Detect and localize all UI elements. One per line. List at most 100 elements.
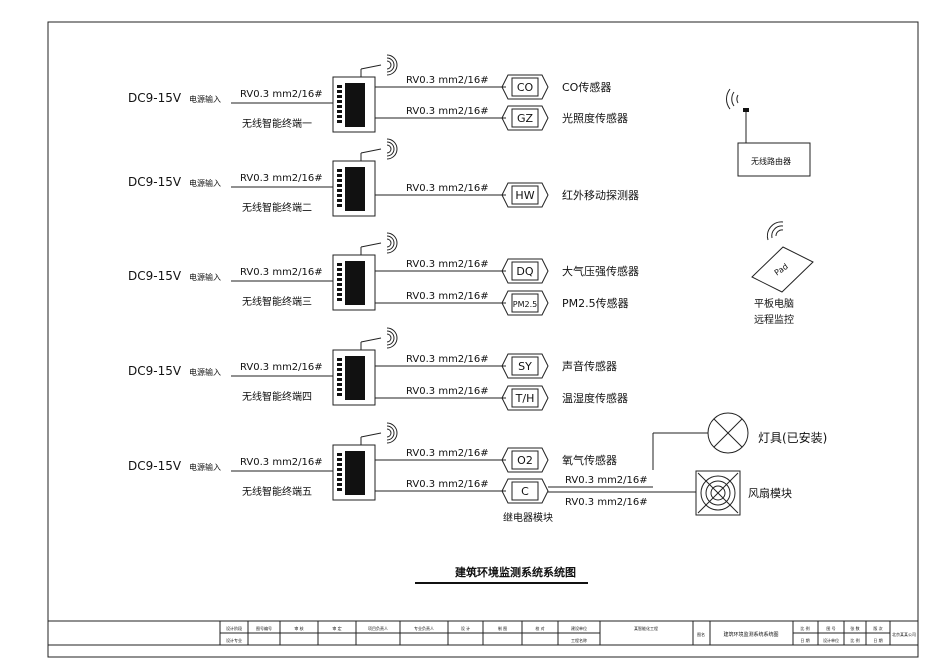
cable-spec-sensor: RV0.3 mm2/16# xyxy=(406,75,489,86)
title-block-right-cell: 比 例 xyxy=(800,625,809,631)
drawing-label: 图名 xyxy=(697,631,705,637)
power-input-label: 电源输入 xyxy=(189,367,221,377)
terminal-box xyxy=(332,160,376,217)
sensor-name: 温湿度传感器 xyxy=(562,391,628,405)
terminal-box xyxy=(332,444,376,501)
lamp-label: 灯具(已安装) xyxy=(758,430,827,445)
sensor-symbol: GZ xyxy=(501,105,549,131)
sensor-symbol: T/H xyxy=(501,385,549,411)
title-block-cell: 校 对 xyxy=(535,625,544,631)
terminal-box xyxy=(332,349,376,406)
cable-spec-input: RV0.3 mm2/16# xyxy=(240,457,323,468)
title-block-cell: 图号编号 xyxy=(256,625,272,631)
sensor-name: PM2.5传感器 xyxy=(562,297,629,310)
title-block-cell: 设 计 xyxy=(461,625,470,631)
tablet-device: Pad 平板电脑 远程监控 xyxy=(751,221,814,326)
cable-spec-lamp: RV0.3 mm2/16# xyxy=(565,475,648,486)
terminal-row-1: DC9-15V 电源输入 RV0.3 mm2/16# 无线智能终端一 RV0.3 mm2… xyxy=(128,54,628,133)
terminal-row-2: DC9-15V 电源输入 RV0.3 mm2/16# 无线智能终端二 RV0.3 mm2… xyxy=(128,138,639,217)
title-block-right-cell: 设计单位 xyxy=(823,637,839,643)
cable-spec-sensor: RV0.3 mm2/16# xyxy=(406,291,489,302)
cable-spec-sensor: RV0.3 mm2/16# xyxy=(406,386,489,397)
sensor-name: 继电器模块 xyxy=(503,511,553,524)
sensor-code: T/H xyxy=(515,392,535,405)
title-block-cell: 审 定 xyxy=(332,625,341,631)
sensor-name: 大气压强传感器 xyxy=(562,264,639,278)
diagram-title: 建筑环境监测系统系统图 xyxy=(455,565,576,579)
sensor-symbol: O2 xyxy=(501,447,549,473)
title-block-right-cell: 比 例 xyxy=(850,637,859,643)
terminal-rows: DC9-15V 电源输入 RV0.3 mm2/16# 无线智能终端一 RV0.3 mm2… xyxy=(128,54,653,524)
project-name: 某智能化工程 xyxy=(634,625,658,631)
title-block-right-cell: 图 号 xyxy=(826,625,835,631)
sensor-code: DQ xyxy=(516,265,533,278)
cable-spec-input: RV0.3 mm2/16# xyxy=(240,173,323,184)
sensor-name: 氧气传感器 xyxy=(562,453,617,467)
power-voltage: DC9-15V xyxy=(128,175,182,189)
sensor-code: SY xyxy=(518,360,532,373)
tablet-label-1: 平板电脑 xyxy=(754,297,794,310)
terminal-box xyxy=(332,254,376,311)
sensor-code: O2 xyxy=(517,454,533,467)
owner-label: 建设单位 xyxy=(571,625,587,631)
title-block-cell: 项目负责人 xyxy=(368,625,388,631)
terminal-row-5: DC9-15V 电源输入 RV0.3 mm2/16# 无线智能终端五 RV0.3 mm2… xyxy=(128,422,653,524)
power-input-label: 电源输入 xyxy=(189,178,221,188)
title-block-cell: 制 图 xyxy=(498,625,507,631)
power-input-label: 电源输入 xyxy=(189,272,221,282)
terminal-row-4: DC9-15V 电源输入 RV0.3 mm2/16# 无线智能终端四 RV0.3 mm2… xyxy=(128,327,628,411)
sensor-code: GZ xyxy=(517,112,534,125)
cable-spec-sensor: RV0.3 mm2/16# xyxy=(406,106,489,117)
title-block-right-cell: 日 期 xyxy=(873,637,882,643)
sensor-name: 红外移动探测器 xyxy=(562,189,639,202)
terminal-name: 无线智能终端四 xyxy=(242,390,312,403)
power-input-label: 电源输入 xyxy=(189,94,221,104)
terminal-name: 无线智能终端五 xyxy=(242,485,312,498)
cable-spec-input: RV0.3 mm2/16# xyxy=(240,89,323,100)
sensor-symbol: C xyxy=(501,478,549,504)
title-block-cell: 设计专业 xyxy=(226,637,242,643)
sensor-symbol: HW xyxy=(501,182,549,208)
router-label: 无线路由器 xyxy=(751,156,791,166)
sensor-symbol: PM2.5 xyxy=(501,290,549,316)
title-block-right-cell: 版 次 xyxy=(873,625,882,631)
cable-spec-input: RV0.3 mm2/16# xyxy=(240,267,323,278)
company-name: 北京某某公司 xyxy=(892,631,916,637)
cable-spec-input: RV0.3 mm2/16# xyxy=(240,362,323,373)
terminal-name: 无线智能终端二 xyxy=(242,201,312,214)
drawing-frame xyxy=(47,21,919,658)
pad-label: Pad xyxy=(773,262,790,278)
title-block: 设计阶段图号编号审 核审 定项目负责人专业负责人设 计制 图校 对设计专业建设单… xyxy=(47,620,919,646)
sensor-code: HW xyxy=(515,189,534,202)
project-label: 工程名称 xyxy=(571,637,587,643)
sensor-name: CO传感器 xyxy=(562,81,611,94)
sensor-code: C xyxy=(521,485,529,498)
title-block-right-cell: 日 期 xyxy=(800,637,809,643)
sensor-code: PM2.5 xyxy=(513,300,537,309)
terminal-row-3: DC9-15V 电源输入 RV0.3 mm2/16# 无线智能终端三 RV0.3 mm2… xyxy=(128,232,639,316)
title-block-cell: 专业负责人 xyxy=(414,625,434,631)
cable-spec-fan: RV0.3 mm2/16# xyxy=(565,497,648,508)
cable-spec-sensor: RV0.3 mm2/16# xyxy=(406,183,489,194)
sensor-name: 光照度传感器 xyxy=(562,111,628,125)
power-voltage: DC9-15V xyxy=(128,91,182,105)
fan-label: 风扇模块 xyxy=(748,486,792,500)
wireless-router: 无线路由器 xyxy=(726,88,811,177)
title-block-right-cell: 张 数 xyxy=(850,625,859,631)
power-input-label: 电源输入 xyxy=(189,462,221,472)
fan-symbol: 风扇模块 xyxy=(643,470,792,516)
power-voltage: DC9-15V xyxy=(128,269,182,283)
sensor-symbol: CO xyxy=(501,74,549,100)
terminal-name: 无线智能终端三 xyxy=(242,295,312,308)
tablet-label-2: 远程监控 xyxy=(754,313,794,326)
drawing-name: 建筑环境监测系统系统图 xyxy=(723,631,778,638)
cable-spec-sensor: RV0.3 mm2/16# xyxy=(406,259,489,270)
terminal-name: 无线智能终端一 xyxy=(242,117,312,130)
power-voltage: DC9-15V xyxy=(128,459,182,473)
sensor-symbol: DQ xyxy=(501,258,549,284)
sensor-code: CO xyxy=(517,81,534,94)
title-block-cell: 设计阶段 xyxy=(226,625,242,631)
power-voltage: DC9-15V xyxy=(128,364,182,378)
sensor-name: 声音传感器 xyxy=(562,359,617,373)
